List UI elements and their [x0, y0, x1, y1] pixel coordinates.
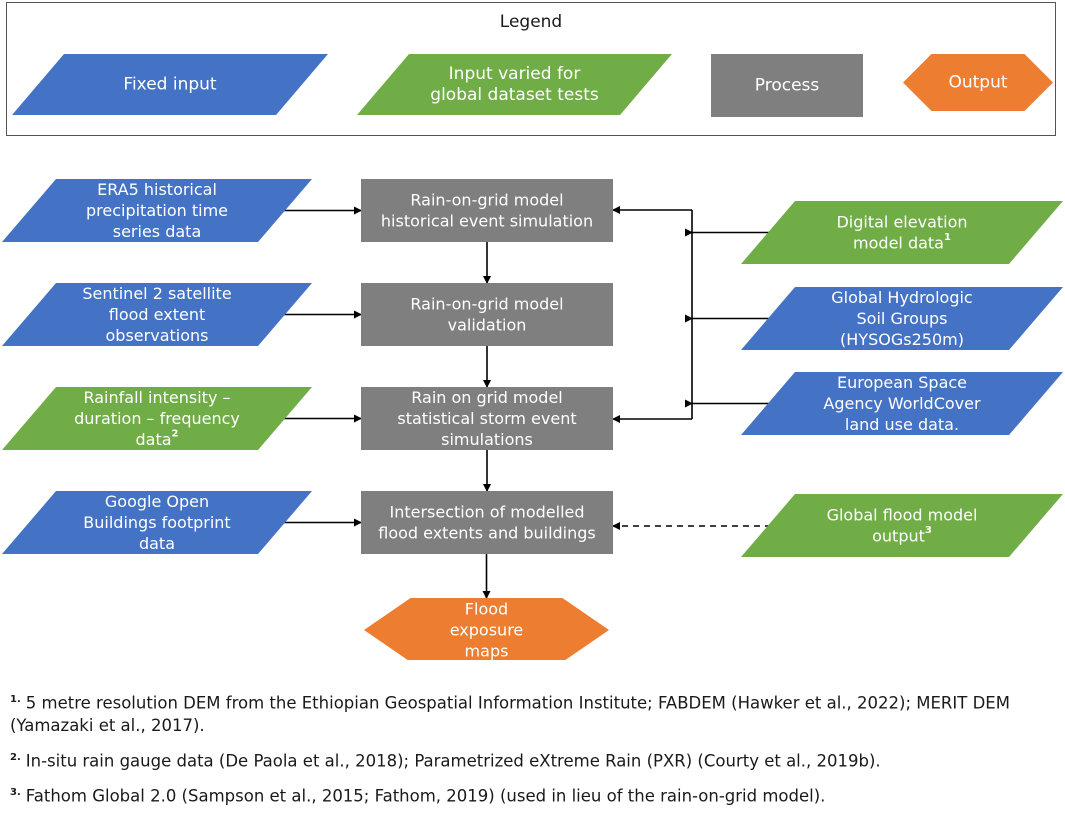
process-shape: [361, 387, 613, 450]
node-label-line: exposure: [450, 621, 524, 640]
fixed-input-shape: [12, 54, 328, 115]
node-label-line: Google Open: [105, 492, 209, 511]
node-label-line: Fixed input: [123, 75, 217, 95]
node-label-line: Rain-on-grid model: [410, 295, 563, 314]
process-shape: [711, 54, 863, 117]
nodes-layer: ERA5 historical precipitation time series …: [2, 179, 1063, 660]
node-label-line: data: [139, 534, 175, 553]
node-label-line: historical event simulation: [381, 212, 593, 231]
node-label-line: Buildings footprint: [83, 513, 230, 532]
node-label-line: Process: [755, 76, 820, 96]
process-shape: [361, 179, 613, 242]
fixed-input-shape: [2, 283, 312, 346]
flowchart: ERA5 historical precipitation time series …: [2, 54, 1063, 660]
footnote-text: 5 metre resolution DEM from the Ethiopia…: [10, 693, 1010, 735]
node-label-line: observations: [106, 326, 209, 345]
node-intersection: Intersection of modelled flood extents an…: [361, 491, 613, 554]
fixed-input-shape: [2, 179, 312, 242]
footnote-2: 2. In-situ rain gauge data (De Paola et a…: [10, 747, 1058, 773]
node-label-line: statistical storm event: [397, 409, 576, 428]
node-idf: Rainfall intensity – duration – frequency…: [2, 387, 312, 450]
node-label-line: model data1: [853, 232, 951, 253]
fixed-input-shape: [741, 287, 1063, 350]
node-label-line: ERA5 historical: [97, 180, 217, 199]
node-label-line: Intersection of modelled: [389, 503, 584, 522]
node-label-line: Agency WorldCover: [823, 394, 981, 413]
legend-item-output: Output: [903, 54, 1053, 111]
footnote-marker: 1.: [10, 694, 21, 705]
node-label-line: Sentinel 2 satellite: [82, 284, 231, 303]
output-shape: [903, 54, 1053, 111]
footnote-ref: 3: [925, 525, 932, 536]
footnote-marker: 2.: [10, 751, 21, 763]
node-label-line: data2: [135, 428, 178, 449]
node-label-line: Output: [948, 73, 1007, 93]
node-label-line: global dataset tests: [430, 85, 599, 105]
footnote-ref: 2: [172, 428, 179, 439]
node-label-line: series data: [113, 222, 202, 241]
node-label-line: Global Hydrologic: [831, 288, 972, 307]
node-label-line: Digital elevation: [836, 213, 967, 232]
fixed-input-shape: [2, 491, 312, 554]
node-label-line: Flood: [465, 600, 508, 619]
node-label-line: land use data.: [845, 415, 959, 434]
node-label-line: Input varied for: [449, 64, 581, 84]
node-sentinel: Sentinel 2 satellite flood extent observat…: [2, 283, 312, 346]
varied-input-shape: [2, 387, 312, 450]
footnote-text: In-situ rain gauge data (De Paola et al.…: [25, 751, 881, 770]
node-label-line: output3: [872, 525, 932, 546]
output-shape: [364, 598, 609, 660]
node-label-line: validation: [448, 316, 527, 335]
node-label-line: Global flood model: [827, 506, 978, 525]
process-shape: [361, 283, 613, 346]
node-label-line: (HYSOGs250m): [840, 330, 964, 349]
legend-title: Legend: [499, 12, 563, 32]
edges-layer: [282, 206, 771, 599]
node-hist-sim: Rain-on-grid model historical event simul…: [361, 179, 613, 242]
node-label-line: Rainfall intensity –: [83, 388, 230, 407]
node-label-line: maps: [465, 642, 509, 661]
legend-item-fixed-input: Fixed input: [12, 54, 328, 115]
node-label-line: duration – frequency: [74, 409, 240, 428]
footnote-3: 3.Fathom Global 2.0 (Sampson et al., 201…: [10, 782, 1058, 808]
footnotes: 1.5 metre resolution DEM from the Ethiop…: [10, 689, 1058, 818]
node-label-line: precipitation time: [86, 201, 228, 220]
varied-input-shape: [741, 201, 1063, 264]
node-label-line: Rain on grid model: [411, 388, 563, 407]
node-label-line: flood extent: [109, 305, 205, 324]
node-exposure: Flood exposure maps: [364, 598, 609, 660]
node-era5: ERA5 historical precipitation time series …: [2, 179, 312, 242]
node-label-line: Soil Groups: [857, 309, 948, 328]
legend-box: Legend: [6, 2, 1056, 136]
varied-input-shape: [741, 494, 1063, 557]
node-label-line: European Space: [837, 373, 967, 392]
varied-input-shape: [357, 54, 672, 115]
node-label-line: simulations: [441, 430, 533, 449]
footnote-text: Fathom Global 2.0 (Sampson et al., 2015;…: [25, 786, 826, 806]
footnote-ref: 1: [944, 232, 951, 243]
node-storm-sim: Rain on grid model statistical storm even…: [361, 387, 613, 450]
node-label-line: flood extents and buildings: [378, 524, 596, 543]
legend-item-process: Process: [711, 54, 863, 117]
node-label-line: Rain-on-grid model: [410, 191, 563, 210]
node-validation: Rain-on-grid model validation: [361, 283, 613, 346]
fixed-input-shape: [741, 372, 1063, 435]
footnote-1: 1.5 metre resolution DEM from the Ethiop…: [10, 689, 1058, 737]
process-shape: [361, 491, 613, 554]
